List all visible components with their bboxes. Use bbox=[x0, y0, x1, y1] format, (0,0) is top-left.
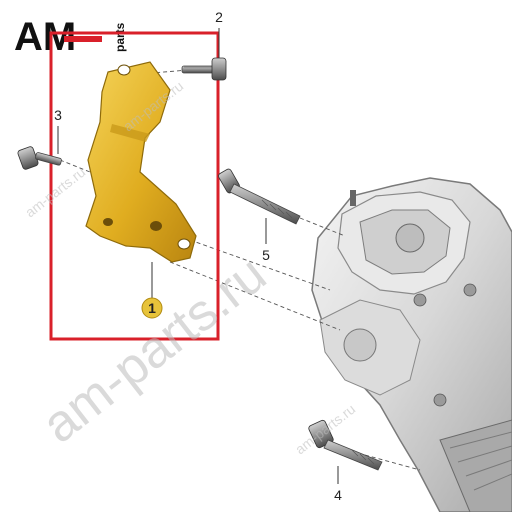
housing-pin bbox=[350, 190, 356, 206]
watermark-main: am-parts.ru bbox=[32, 245, 277, 454]
callout-2: 2 bbox=[215, 9, 223, 25]
gearbox-housing bbox=[311, 177, 512, 512]
watermark-small-left: am-parts.ru bbox=[22, 164, 88, 221]
brand-logo: AM parts bbox=[14, 15, 127, 59]
bracket-hole-top bbox=[117, 64, 131, 76]
bracket-hole-mid bbox=[150, 221, 162, 231]
callout-1-badge: 1 bbox=[141, 297, 163, 319]
bolt-3 bbox=[17, 146, 62, 170]
bolt-2 bbox=[181, 57, 227, 81]
bolt-5 bbox=[218, 168, 301, 225]
bracket-hole-left bbox=[103, 218, 113, 226]
highlight-frame bbox=[49, 31, 220, 341]
logo-accent-bar bbox=[64, 36, 102, 42]
callout-3: 3 bbox=[54, 107, 62, 123]
callout-leaders bbox=[57, 28, 339, 484]
bolt-4 bbox=[308, 419, 383, 471]
bracket-hole-right bbox=[177, 238, 191, 250]
callout-4: 4 bbox=[334, 487, 342, 503]
logo-side-text: parts bbox=[113, 22, 127, 52]
callout-1: 1 bbox=[148, 300, 156, 316]
bracket-part bbox=[85, 61, 197, 263]
callout-5: 5 bbox=[262, 247, 270, 263]
leader-lines bbox=[59, 69, 421, 471]
